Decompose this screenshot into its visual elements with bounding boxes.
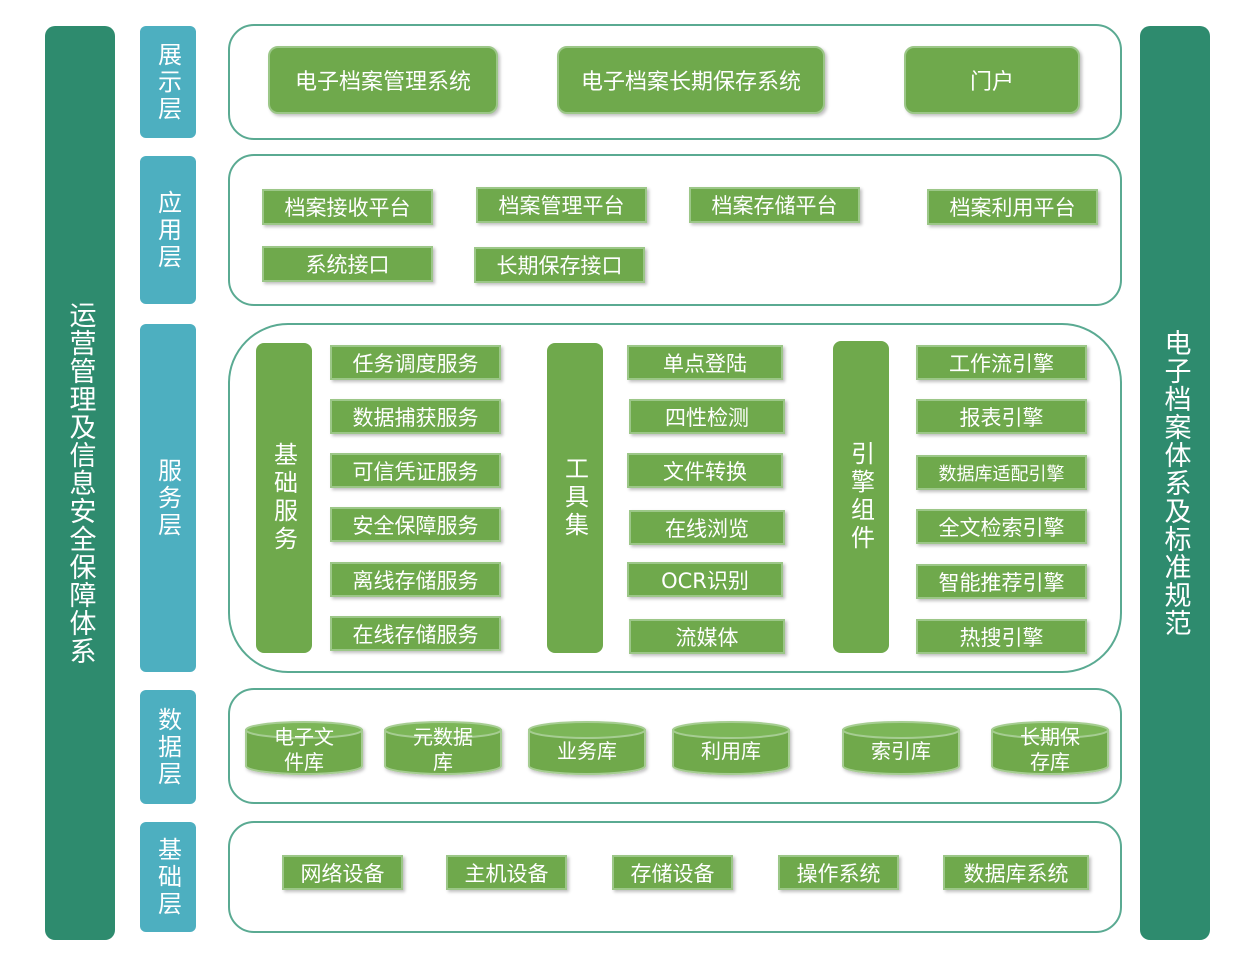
service-item: 数据捕获服务: [330, 399, 501, 434]
engine-item: 热搜引擎: [916, 619, 1087, 654]
application-item: 长期保存接口: [474, 247, 645, 283]
application-item: 档案存储平台: [689, 187, 860, 223]
engine-item: 智能推荐引擎: [916, 564, 1087, 599]
database-label: 件库: [284, 750, 324, 774]
right-sidebar-label: 电子档案体系及标准规范: [1159, 329, 1191, 637]
infrastructure-item: 数据库系统: [943, 855, 1089, 890]
tool-item: 单点登陆: [627, 345, 783, 380]
application-item: 档案管理平台: [476, 187, 647, 223]
infrastructure-item: 主机设备: [446, 855, 567, 890]
database-cylinder: [672, 721, 790, 775]
left-sidebar: 运营管理及信息安全保障体系: [45, 26, 115, 940]
database-cylinder: [842, 721, 960, 775]
database-cylinder: [384, 721, 502, 775]
layer-label-service: 服务层: [140, 324, 196, 672]
service-item: 任务调度服务: [330, 345, 501, 380]
service-group-tools: 工具集: [547, 343, 603, 653]
application-item: 档案利用平台: [927, 189, 1098, 225]
tool-item: 在线浏览: [629, 510, 785, 545]
engine-item: 全文检索引擎: [916, 509, 1087, 544]
application-item: 档案接收平台: [262, 189, 433, 225]
service-item: 安全保障服务: [330, 507, 501, 542]
tool-item: 流媒体: [629, 619, 785, 654]
database-label: 存库: [1030, 750, 1070, 774]
infrastructure-item: 操作系统: [778, 855, 899, 890]
layer-label-infrastructure: 基础层: [140, 822, 196, 932]
presentation-item: 门户: [904, 46, 1080, 114]
right-sidebar: 电子档案体系及标准规范: [1140, 26, 1210, 940]
tool-item: OCR识别: [627, 562, 783, 597]
database-label: 电子文: [274, 725, 334, 749]
database-label: 业务库: [557, 739, 617, 763]
engine-item: 数据库适配引擎: [916, 455, 1087, 490]
database-label: 元数据: [413, 725, 473, 749]
database-cylinder: [245, 721, 363, 775]
database-label: 索引库: [871, 739, 931, 763]
service-item: 离线存储服务: [330, 562, 501, 597]
service-item: 可信凭证服务: [330, 453, 501, 488]
infrastructure-item: 存储设备: [612, 855, 733, 890]
presentation-item: 电子档案管理系统: [268, 46, 498, 114]
database-label: 库: [433, 750, 453, 774]
database-label: 利用库: [701, 739, 761, 763]
database-cylinder: [991, 721, 1109, 775]
layer-label-application: 应用层: [140, 156, 196, 304]
engine-item: 工作流引擎: [916, 345, 1087, 380]
layer-box-service: [228, 323, 1122, 673]
database-label: 长期保: [1020, 725, 1080, 749]
presentation-item: 电子档案长期保存系统: [557, 46, 825, 114]
left-sidebar-label: 运营管理及信息安全保障体系: [64, 301, 96, 665]
infrastructure-item: 网络设备: [282, 855, 403, 890]
service-item: 在线存储服务: [330, 616, 501, 651]
database-cylinder: [528, 721, 646, 775]
layer-label-data: 数据层: [140, 690, 196, 804]
service-group-engines: 引擎组件: [833, 341, 889, 653]
tool-item: 文件转换: [627, 453, 783, 488]
tool-item: 四性检测: [629, 399, 785, 434]
application-item: 系统接口: [262, 246, 433, 282]
service-group-basic: 基础服务: [256, 343, 312, 653]
layer-label-presentation: 展示层: [140, 26, 196, 138]
engine-item: 报表引擎: [916, 399, 1087, 434]
